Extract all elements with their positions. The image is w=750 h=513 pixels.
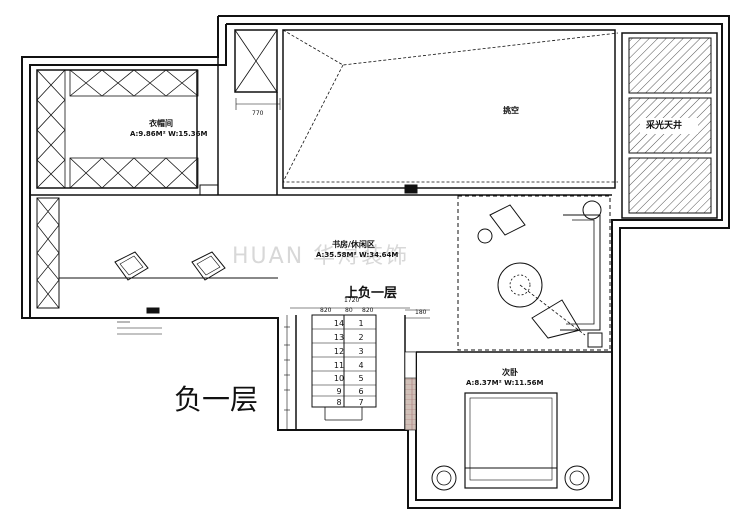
closet-name: 衣帽间	[149, 119, 173, 128]
stair-step-3: 3	[358, 347, 364, 356]
watermark: HUAN 华浔装饰	[232, 244, 410, 269]
study-area	[30, 194, 612, 351]
stair-step-6: 6	[358, 387, 364, 396]
bedroom	[404, 351, 612, 491]
closet-room	[36, 24, 219, 196]
void-area	[282, 29, 619, 194]
stair-step-4: 4	[358, 361, 364, 370]
lounge-chair-1	[114, 251, 149, 281]
bedroom-name: 次卧	[502, 368, 518, 377]
study-area-text: A:35.58M² W:34.64M	[316, 251, 399, 259]
closet-wardrobe-top	[69, 69, 199, 97]
stair-step-12: 12	[333, 347, 345, 356]
closet-wardrobe-bottom	[69, 157, 199, 189]
void-name: 挑空	[503, 106, 519, 115]
dimension-1720: 1720	[344, 297, 360, 304]
dimension-820-left: 820	[320, 307, 332, 314]
lounge-chair-2	[191, 251, 226, 281]
skylight-name: 采光天井	[646, 121, 683, 131]
dimension-820-right: 820	[362, 307, 374, 314]
stair-step-8: 8	[336, 398, 342, 407]
stair-step-9: 9	[336, 387, 342, 396]
bedroom-area: A:8.37M² W:11.56M	[466, 379, 544, 387]
stair-step-2: 2	[358, 333, 364, 342]
stair-step-10: 10	[333, 374, 345, 383]
dimension-770: 770	[252, 110, 264, 117]
skylight-well	[621, 32, 718, 219]
stair-step-14: 14	[333, 319, 345, 328]
dimension-180: 180	[415, 309, 427, 316]
shaft-box	[234, 29, 281, 195]
study-name: 书房/休闲区	[332, 240, 375, 249]
closet-wardrobe-left	[36, 69, 66, 189]
stair-step-1: 1	[358, 319, 364, 328]
floor-title: 负一层	[174, 383, 259, 416]
stair-step-5: 5	[358, 374, 364, 383]
dimension-80: 80	[345, 307, 353, 314]
stair-step-11: 11	[333, 361, 345, 370]
stair-up-label: 上负一层	[345, 286, 398, 301]
legend-marks	[117, 321, 162, 335]
stair-step-7: 7	[358, 398, 364, 407]
stair-step-13: 13	[333, 333, 345, 342]
closet-area: A:9.86M² W:15.36M	[130, 130, 208, 138]
